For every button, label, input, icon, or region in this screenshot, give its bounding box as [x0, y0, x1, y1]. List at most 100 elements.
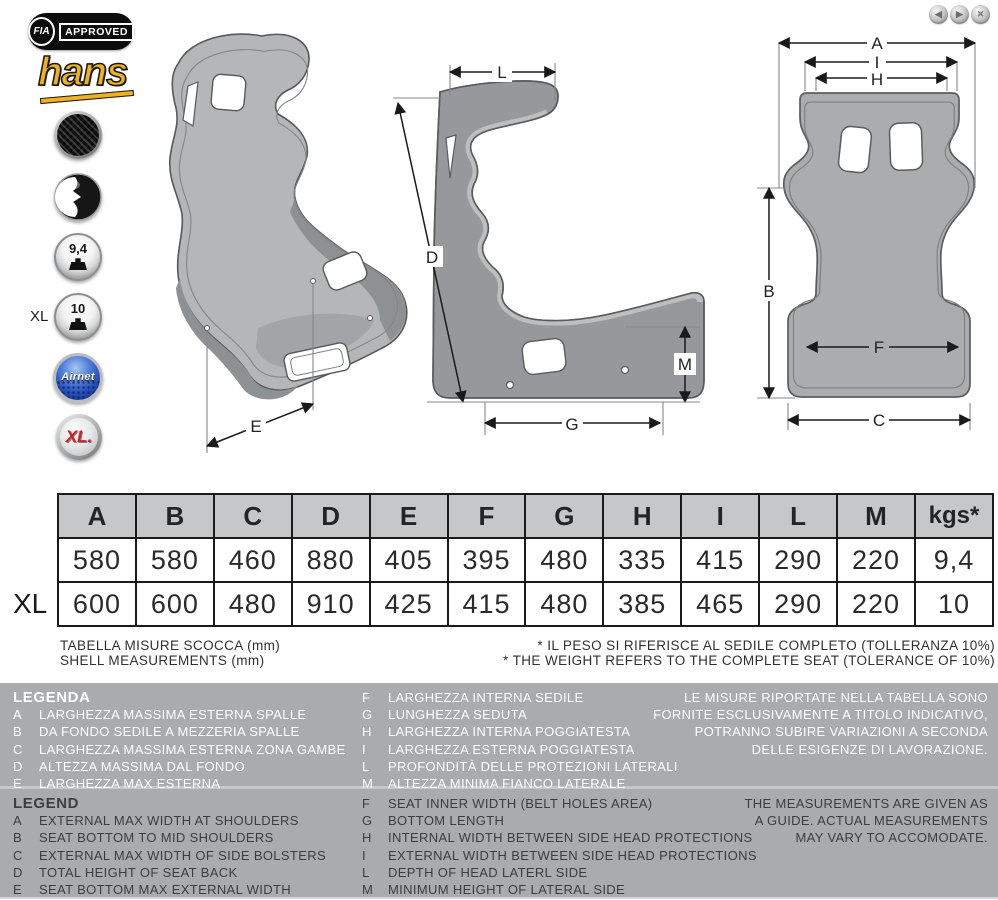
- cell: 415: [446, 581, 527, 627]
- table-caption: TABELLA MISURE SCOCCA (mm) SHELL MEASURE…: [60, 638, 280, 668]
- dim-label-i: I: [875, 53, 880, 72]
- item-text: MINIMUM HEIGHT OF LATERAL SIDE: [388, 882, 626, 898]
- legenda-item: G LUNGHEZZA SEDUTA: [362, 706, 678, 723]
- dim-label-d: D: [426, 248, 438, 267]
- col-header: B: [134, 493, 215, 539]
- measurements-table: A B C D E F G H I L M kgs* 580 580 460 8…: [57, 493, 995, 627]
- item-text: LARGHEZZA ESTERNA POGGIATESTA: [388, 741, 635, 757]
- weight-value: 9,4: [68, 241, 88, 256]
- legenda-item: I LARGHEZZA ESTERNA POGGIATESTA: [362, 741, 678, 758]
- col-header-kgs: kgs*: [913, 493, 995, 539]
- table-row-xl: 600 600 480 910 425 415 480 385 465 290 …: [57, 581, 995, 627]
- item-key: H: [362, 830, 372, 846]
- dim-label-f: F: [874, 338, 884, 357]
- item-text: INTERNAL WIDTH BETWEEN SIDE HEAD PROTECT…: [388, 830, 753, 846]
- item-text: ALTEZZA MASSIMA DAL FONDO: [39, 758, 245, 774]
- headrest-hole: [210, 73, 247, 112]
- item-text: DEPTH OF HEAD LATERL SIDE: [388, 864, 588, 880]
- cell: 9,4: [913, 537, 995, 583]
- legend-item: L DEPTH OF HEAD LATERL SIDE: [362, 864, 757, 881]
- item-key: B: [13, 830, 23, 846]
- cell: 480: [524, 537, 605, 583]
- airnet-label: Airnet: [61, 371, 95, 383]
- note-line: THE MEASUREMENTS ARE GIVEN AS: [744, 796, 988, 811]
- cell: 10: [913, 581, 995, 627]
- table-caption-en: SHELL MEASUREMENTS (mm): [60, 653, 265, 668]
- cell: 465: [680, 581, 761, 627]
- item-key: L: [362, 758, 370, 774]
- col-header: M: [836, 493, 916, 539]
- cell: 480: [212, 581, 293, 627]
- legend-col-1: LEGEND A EXTERNAL MAX WIDTH AT SHOULDERS…: [13, 795, 326, 898]
- cell: 335: [602, 537, 683, 583]
- dimension-b: B: [757, 186, 795, 400]
- col-header: C: [212, 493, 293, 539]
- cell: 880: [290, 537, 371, 583]
- legend-note: THE MEASUREMENTS ARE GIVEN AS A GUIDE. A…: [745, 795, 988, 847]
- next-arrow-icon[interactable]: ▶: [950, 5, 969, 24]
- item-text: LARGHEZZA INTERNA SEDILE: [388, 690, 584, 705]
- belt-hole-left: [837, 125, 873, 174]
- legend-item: I EXTERNAL WIDTH BETWEEN SIDE HEAD PROTE…: [362, 847, 757, 864]
- cell: 385: [602, 581, 683, 627]
- seat-shell-perspective: [168, 33, 408, 400]
- note-line: POTRANNO SUBIRE VARIAZIONI A SECONDA: [694, 724, 988, 740]
- legenda-item: M ALTEZZA MINIMA FIANCO LATERALE: [362, 775, 678, 792]
- weight-icon: [69, 258, 87, 270]
- item-key: A: [13, 707, 23, 723]
- weight-note: * IL PESO SI RIFERISCE AL SEDILE COMPLET…: [503, 638, 995, 668]
- legend-band: LEGEND A EXTERNAL MAX WIDTH AT SHOULDERS…: [0, 789, 998, 899]
- legenda-col-1: LEGENDA A LARGHEZZA MASSIMA ESTERNA SPAL…: [13, 689, 346, 792]
- cell: 395: [446, 537, 527, 583]
- legend-item: E SEAT BOTTOM MAX EXTERNAL WIDTH: [13, 881, 326, 898]
- legend-title: LEGEND: [13, 795, 80, 812]
- legenda-band: LEGENDA A LARGHEZZA MASSIMA ESTERNA SPAL…: [0, 683, 998, 792]
- dim-label-b: B: [763, 282, 774, 301]
- fia-approved-logo: FIA APPROVED: [28, 13, 134, 50]
- item-text: SEAT BOTTOM MAX EXTERNAL WIDTH: [39, 882, 291, 898]
- seat-perspective-diagram: E: [168, 33, 408, 453]
- legend-item: H INTERNAL WIDTH BETWEEN SIDE HEAD PROTE…: [362, 829, 757, 846]
- prev-arrow-icon[interactable]: ◀: [929, 5, 948, 24]
- item-key: F: [362, 796, 371, 811]
- dimension-f: F: [805, 337, 960, 357]
- cell: 405: [368, 537, 449, 583]
- item-key: I: [362, 741, 366, 757]
- seat-shell-side: [432, 80, 705, 399]
- item-text: LUNGHEZZA SEDUTA: [388, 707, 527, 723]
- dim-label-m: M: [678, 355, 692, 374]
- cell: 580: [57, 537, 137, 583]
- item-key: C: [13, 847, 23, 863]
- legenda-item: L PROFONDITÀ DELLE PROTEZIONI LATERALI: [362, 758, 678, 775]
- note-line: DELLE ESIGENZE DI LAVORAZIONE.: [751, 741, 988, 757]
- item-key: E: [13, 882, 23, 898]
- cell: 600: [57, 581, 137, 627]
- item-text: EXTERNAL WIDTH BETWEEN SIDE HEAD PROTECT…: [388, 847, 757, 863]
- seat-shell-icon: [54, 173, 102, 221]
- dim-label-c: C: [873, 411, 885, 430]
- table-caption-it: TABELLA MISURE SCOCCA (mm): [60, 638, 281, 653]
- item-key: I: [362, 847, 366, 863]
- dimension-l: L: [448, 62, 557, 100]
- legend-item: B SEAT BOTTOM TO MID SHOULDERS: [13, 829, 326, 846]
- legend-item: F SEAT INNER WIDTH (BELT HOLES AREA): [362, 795, 757, 812]
- item-key: F: [362, 690, 371, 705]
- belt-hole-right: [888, 122, 924, 171]
- item-key: D: [13, 864, 23, 880]
- xl-badge: XL.: [56, 414, 102, 460]
- xl-badge-label: XL.: [65, 427, 93, 446]
- weight-badge-xl: 10: [54, 293, 102, 341]
- weight-badge-standard: 9,4: [54, 233, 102, 281]
- close-icon[interactable]: ✕: [971, 5, 990, 24]
- item-key: M: [362, 882, 374, 898]
- legend-item: D TOTAL HEIGHT OF SEAT BACK: [13, 864, 326, 881]
- fia-oval: FIA: [28, 17, 56, 46]
- weight-value-xl: 10: [70, 301, 86, 316]
- note-line: LE MISURE RIPORTATE NELLA TABELLA SONO: [684, 690, 988, 705]
- cell: 460: [212, 537, 293, 583]
- legenda-note: LE MISURE RIPORTATE NELLA TABELLA SONO F…: [653, 689, 988, 758]
- table-header-row: A B C D E F G H I L M kgs*: [57, 493, 995, 539]
- item-key: G: [362, 813, 373, 829]
- dim-label-g: G: [565, 415, 578, 434]
